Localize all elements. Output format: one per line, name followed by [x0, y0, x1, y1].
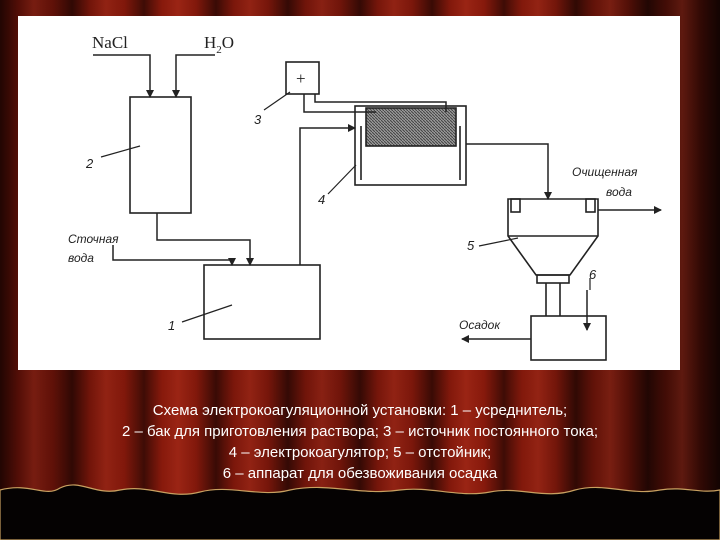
nacl-label: NaCl: [92, 33, 128, 52]
water-label: H2O: [204, 33, 234, 56]
number-3: 3: [254, 112, 262, 127]
dewatering-unit: [530, 315, 607, 361]
diagram-panel: [18, 16, 680, 370]
cleaned-water-label-2: вода: [606, 185, 632, 199]
number-4: 4: [318, 192, 325, 207]
plus-sign: +: [296, 69, 306, 88]
dc-source-box: [285, 61, 320, 95]
settler: [507, 198, 599, 276]
number-2: 2: [85, 156, 94, 171]
settler-outlet: [536, 274, 570, 284]
averager-tank: [203, 264, 321, 340]
sludge-label: Осадок: [459, 318, 501, 332]
number-1: 1: [168, 318, 175, 333]
caption-line-1: Схема электрокоагуляционной установки: 1…: [152, 402, 568, 419]
cleaned-water-label-1: Очищенная: [572, 165, 638, 179]
caption-line-2: 2 – бак для приготовления раствора; 3 – …: [121, 423, 599, 440]
caption: Схема электрокоагуляционной установки: 1…: [20, 400, 700, 484]
stage-floor: [0, 484, 720, 540]
caption-line-3: 4 – электрокоагулятор; 5 – отстойник;: [228, 444, 492, 461]
wastewater-label-2: вода: [68, 251, 94, 265]
wastewater-label-1: Сточная: [68, 232, 119, 246]
caption-line-4: 6 – аппарат для обезвоживания осадка: [222, 465, 498, 482]
electrode-block: [365, 107, 457, 147]
number-6: 6: [589, 267, 597, 282]
electrocoagulator: [354, 105, 467, 186]
process-diagram: NaCl H2O + Сточная вода Очищенная вода О…: [68, 33, 662, 361]
number-5: 5: [467, 238, 475, 253]
solution-tank: [129, 96, 192, 214]
